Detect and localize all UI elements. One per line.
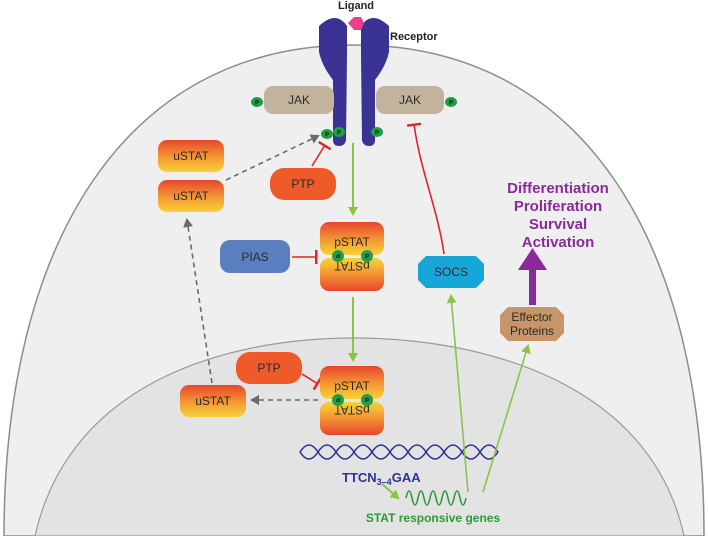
pias-label: PIAS (241, 250, 268, 264)
socs (418, 256, 484, 288)
ligand-label: Ligand (338, 0, 374, 12)
socs-inhibits-jak (406, 122, 445, 255)
pstat-cyto-top-label: pSTAT (334, 235, 370, 249)
effector-proteins (500, 307, 564, 341)
svg-text:P: P (325, 133, 329, 139)
ptp-cytoplasm-label: PTP (291, 177, 314, 191)
effector-label-1: Effector (511, 310, 552, 324)
svg-text:P: P (449, 101, 453, 107)
ustat-cytoplasm-1-label: uSTAT (173, 149, 209, 163)
svg-text:P: P (337, 131, 341, 137)
pias (220, 240, 290, 273)
ustat-cytoplasm-1 (158, 140, 224, 172)
ustat-cytoplasm-2 (158, 180, 224, 212)
receptor-right-arm (361, 18, 389, 146)
dna-motif: TTCN3–4GAA (342, 470, 421, 487)
phospho-receptor-left: P (321, 129, 333, 139)
dashed-arrow-ustat-nucleus-to-cytoplasm (183, 218, 213, 384)
svg-text:P: P (365, 255, 369, 261)
phospho-jak-right: P (445, 97, 457, 107)
ptp-inhibits-nuclear-pstat (301, 373, 323, 391)
outcome-proliferation: Proliferation (514, 198, 602, 215)
svg-text:P: P (365, 399, 369, 405)
pstat-dimer-cytoplasm: pSTAT pSTAT P P (320, 222, 384, 291)
pstat-nuc-top-label: pSTAT (334, 379, 370, 393)
jak-right (376, 86, 444, 114)
phospho-jak-left: P (251, 97, 263, 107)
effector-label-2: Proteins (510, 324, 554, 338)
svg-text:P: P (255, 101, 259, 107)
phospho-receptor-right: P (371, 127, 383, 137)
ptp-inhibits-receptor (311, 140, 332, 167)
ptp-nucleus-label: PTP (257, 361, 280, 375)
ligand-hexagon (348, 17, 364, 30)
effector-outcome-arrow (518, 248, 547, 305)
arrow-dna-to-genes (381, 483, 400, 500)
ptp-nucleus (236, 352, 302, 384)
arrow-genes-to-socs (446, 294, 469, 493)
ptp-cytoplasm (270, 168, 336, 200)
responsive-genes-coil (405, 490, 467, 506)
ustat-nucleus (180, 385, 246, 417)
outcome-activation: Activation (522, 234, 595, 251)
svg-text:P: P (336, 252, 340, 258)
outcome-survival: Survival (529, 216, 587, 233)
dna-helix (299, 444, 499, 460)
socs-label: SOCS (434, 265, 468, 279)
jak-right-label: JAK (399, 93, 421, 107)
pstat-dimer-nucleus: pSTAT pSTAT P P (320, 366, 384, 435)
dashed-arrow-ustat-to-receptor (225, 134, 320, 181)
responsive-genes-label: STAT responsive genes (366, 511, 501, 525)
pstat-nuc-bottom-label: pSTAT (334, 403, 370, 417)
ustat-nucleus-label: uSTAT (195, 394, 231, 408)
phospho-receptor-left-2: P (333, 127, 345, 137)
svg-text:P: P (375, 131, 379, 137)
outcome-differentiation: Differentiation (507, 180, 609, 197)
pstat-cyto-bottom-label: pSTAT (334, 259, 370, 273)
arrow-genes-to-effector (482, 344, 531, 493)
receptor-left-arm (319, 18, 347, 146)
svg-text:P: P (336, 396, 340, 402)
jak-left (264, 86, 334, 114)
jak-left-label: JAK (288, 93, 310, 107)
receptor-label: Receptor (390, 31, 438, 43)
receptor (319, 18, 389, 146)
ustat-cytoplasm-2-label: uSTAT (173, 189, 209, 203)
